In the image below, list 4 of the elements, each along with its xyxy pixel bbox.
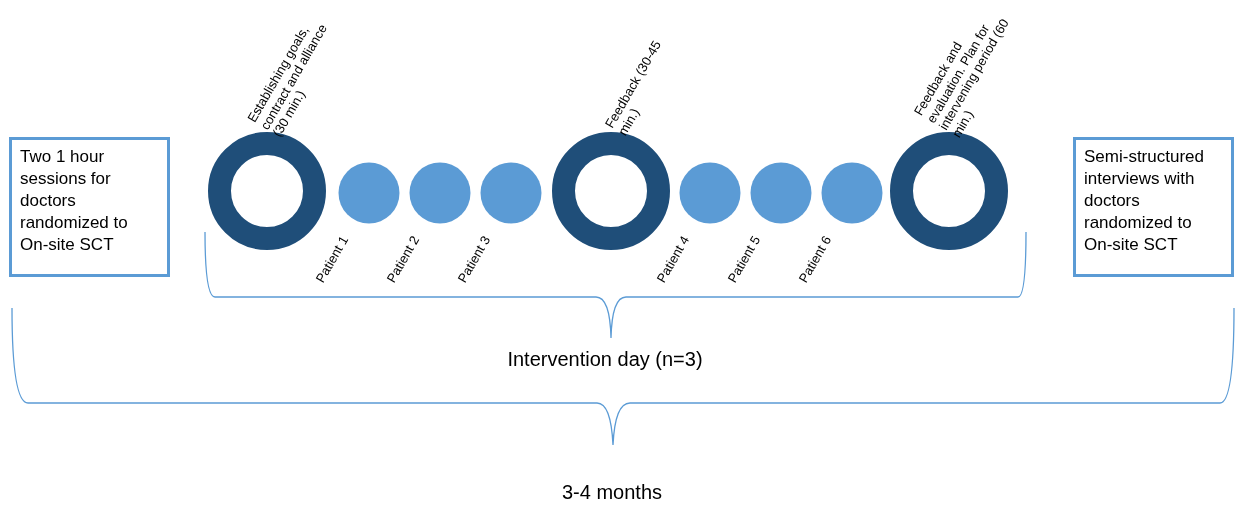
brace-label: Intervention day (n=3) xyxy=(507,348,703,371)
brace-label: 3-4 months xyxy=(561,481,663,504)
text-box: Two 1 hour sessions for doctors randomized to On-site SCT xyxy=(9,137,170,277)
text-box: Semi-structured interviews with doctors randomized to On-site SCT xyxy=(1073,137,1234,277)
